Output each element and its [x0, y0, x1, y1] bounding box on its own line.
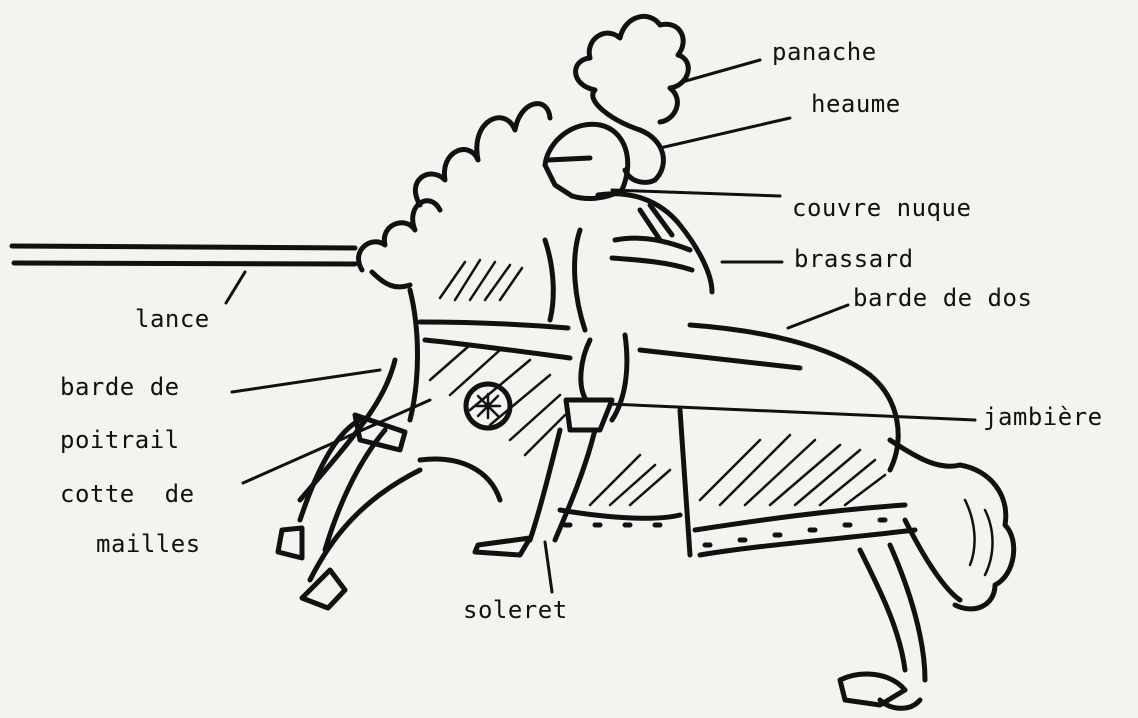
label-soleret: soleret — [463, 596, 568, 624]
leader-heaume — [660, 118, 790, 148]
label-cotte-de-mailles-line1: cotte de — [60, 480, 195, 508]
horse-rear-legs — [840, 545, 925, 708]
label-barde-de-dos: barde de dos — [853, 284, 1032, 312]
leader-lance — [226, 272, 245, 303]
label-couvre-nuque: couvre nuque — [792, 194, 971, 222]
leader-panache — [682, 60, 760, 82]
lance-shaft — [12, 246, 355, 264]
helmet-plume — [576, 16, 689, 182]
leader-barde-de-dos — [788, 305, 848, 328]
label-lance: lance — [135, 305, 210, 333]
helmet — [545, 124, 628, 198]
leader-jambiere — [610, 404, 975, 420]
horse-front-legs — [278, 415, 500, 608]
horse-plume — [359, 104, 550, 287]
label-brassard: brassard — [794, 245, 914, 273]
leader-soleret — [545, 542, 552, 592]
label-heaume: heaume — [811, 90, 901, 118]
label-cotte-de-mailles-line2: mailles — [96, 530, 201, 558]
label-panache: panache — [772, 38, 877, 66]
label-barde-de-poitrail-line1: barde de — [60, 373, 180, 401]
label-barde-de-poitrail-line2: poitrail — [60, 426, 180, 454]
label-jambiere: jambière — [983, 403, 1103, 431]
leader-barde-de-poitrail — [232, 370, 380, 392]
horse-tail — [890, 440, 1014, 609]
